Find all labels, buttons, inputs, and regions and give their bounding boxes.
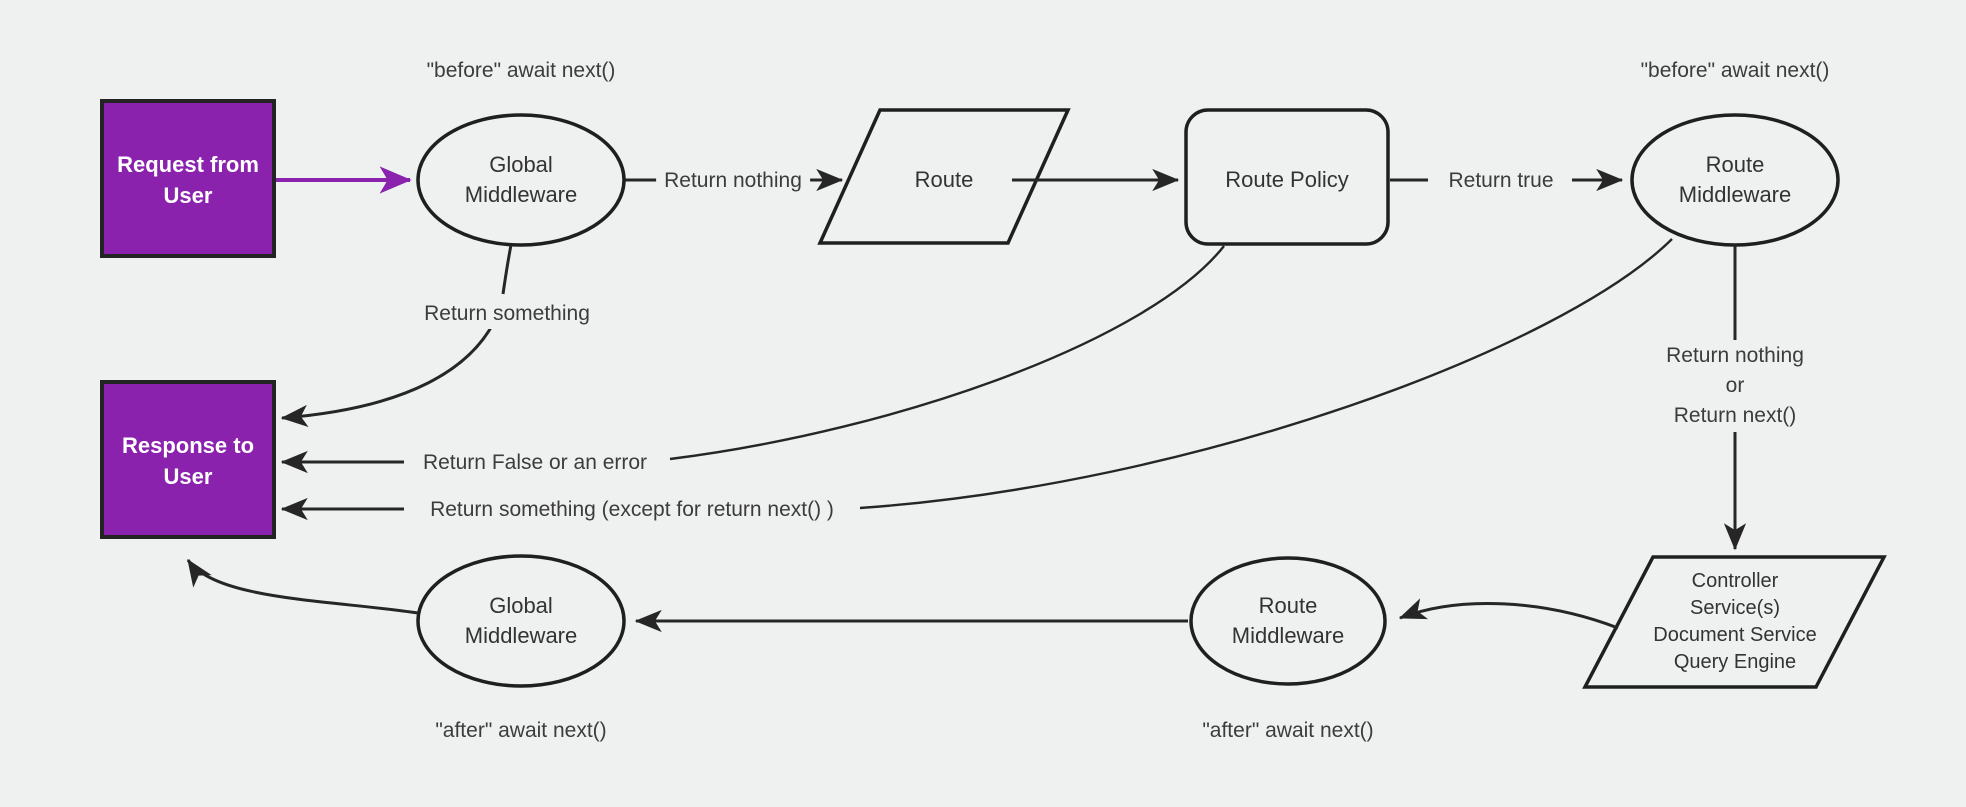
node-global-middleware-bottom <box>416 554 626 688</box>
route-middleware-top-line2: Middleware <box>1678 182 1792 207</box>
node-controller-stack <box>1582 555 1887 689</box>
node-label-global-middleware-top: Global Middleware <box>465 150 578 210</box>
edge-global-middleware-return-something-lower <box>280 321 496 428</box>
note-before-await-next-global: "before" await next() <box>426 59 616 82</box>
controller-stack-line4: Query Engine <box>1673 651 1797 673</box>
return-nothing-or-next-line2: or <box>1725 374 1745 397</box>
node-label-global-middleware-bottom: Global Middleware <box>465 591 578 651</box>
node-label-route-middleware-top: Route Middleware <box>1679 150 1792 210</box>
route-middleware-bottom-line2: Middleware <box>1231 623 1345 648</box>
global-middleware-bottom-line1: Global <box>489 593 553 618</box>
edge-controller-to-route-middleware-bottom <box>1398 598 1619 630</box>
controller-stack-line2: Service(s) <box>1689 597 1780 619</box>
route-middleware-bottom-line1: Route <box>1258 593 1318 618</box>
node-route-policy <box>1184 108 1390 246</box>
edge-global-middleware-bottom-to-response <box>186 559 419 615</box>
return-nothing-or-next-line3: Return next() <box>1673 404 1797 427</box>
controller-stack-line1: Controller <box>1691 570 1779 592</box>
edge-label-return-false-or-error: Return False or an error <box>414 448 656 478</box>
note-after-await-next-global: "after" await next() <box>435 719 607 742</box>
request-from-user-line1: Request from <box>117 152 259 177</box>
node-label-controller-stack: Controller Service(s) Document Service Q… <box>1653 568 1816 676</box>
edge-route-policy-return-false-right <box>669 245 1225 461</box>
note-before-await-next-route-middleware: "before" await next() <box>1640 59 1830 82</box>
route-middleware-top-line1: Route <box>1705 152 1765 177</box>
request-from-user-line2: User <box>163 183 213 208</box>
controller-stack-line3: Document Service <box>1653 624 1817 646</box>
route-line1: Route <box>914 167 974 192</box>
node-label-request-from-user: Request from User <box>117 149 259 211</box>
edge-label-return-true: Return true <box>1440 166 1562 196</box>
node-label-response-to-user: Response to User <box>122 430 254 492</box>
node-label-route-policy: Route Policy <box>1225 165 1349 195</box>
route-policy-line1: Route Policy <box>1225 167 1349 192</box>
response-to-user-line1: Response to <box>121 433 255 458</box>
global-middleware-bottom-line2: Middleware <box>464 623 578 648</box>
edge-global-middleware-return-something-upper <box>501 244 513 295</box>
node-route-middleware-bottom <box>1189 556 1387 686</box>
response-to-user-line2: User <box>163 464 213 489</box>
edge-route-middleware-return-something-right <box>859 238 1673 510</box>
return-nothing-or-next-line1: Return nothing <box>1666 344 1804 367</box>
note-after-await-next-route-middleware: "after" await next() <box>1202 719 1374 742</box>
edge-label-return-nothing-or-next: Return nothing or Return next() <box>1658 341 1812 431</box>
node-label-route-middleware-bottom: Route Middleware <box>1232 591 1345 651</box>
node-global-middleware-top <box>416 113 626 247</box>
node-label-route: Route <box>915 165 974 195</box>
node-response-to-user <box>100 380 276 539</box>
edge-label-return-something-except: Return something (except for return next… <box>422 495 842 525</box>
global-middleware-top-line2: Middleware <box>464 182 578 207</box>
node-route <box>817 108 1071 245</box>
global-middleware-top-line1: Global <box>489 152 553 177</box>
edge-label-return-something-global: Return something <box>416 299 598 329</box>
edge-label-return-nothing: Return nothing <box>656 166 810 196</box>
node-request-from-user <box>100 99 276 258</box>
